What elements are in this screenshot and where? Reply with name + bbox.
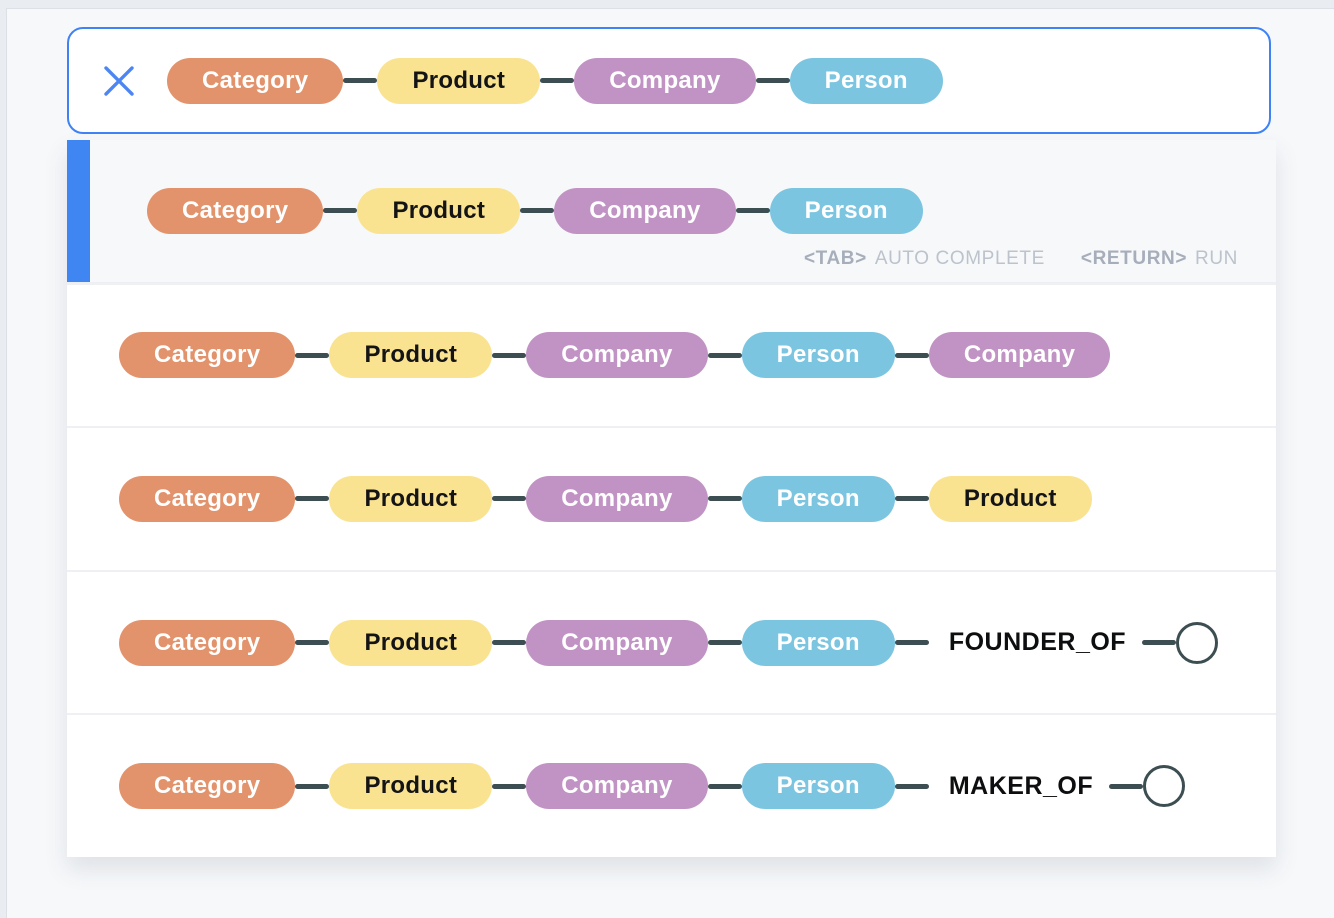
- node-pill-company[interactable]: Company: [526, 475, 708, 522]
- edge-connector: [492, 496, 527, 502]
- edge-connector: [323, 208, 358, 214]
- edge-connector: [707, 352, 742, 358]
- hint-key: <TAB>: [803, 247, 867, 269]
- node-pill-product[interactable]: Product: [329, 475, 493, 522]
- node-pill-product[interactable]: Product: [329, 619, 493, 666]
- query-bar[interactable]: Category Product Company Person: [67, 27, 1271, 134]
- edge-connector: [492, 783, 527, 789]
- edge-connector: [707, 783, 742, 789]
- keyboard-hints: <TAB> AUTO COMPLETE <RETURN> RUN: [804, 248, 1238, 270]
- node-pill-company[interactable]: Company: [928, 332, 1111, 379]
- node-pill-company[interactable]: Company: [574, 57, 756, 104]
- node-pill-company[interactable]: Company: [526, 763, 708, 810]
- hint-key: <RETURN>: [1080, 247, 1188, 269]
- node-pill-product[interactable]: Product: [357, 187, 521, 234]
- node-pill-person[interactable]: Person: [741, 475, 895, 522]
- node-pill-company[interactable]: Company: [554, 187, 736, 234]
- edge-connector: [295, 496, 330, 502]
- suggestion-node-chain: Category Product Company Person Product: [119, 475, 1092, 522]
- suggestion-node-chain: Category Product Company Person Company: [119, 332, 1111, 379]
- hint-group: <RETURN> RUN: [1081, 248, 1238, 269]
- node-pill-product[interactable]: Product: [329, 332, 493, 379]
- edge-connector: [1109, 783, 1144, 789]
- suggestion-row[interactable]: Category Product Company Person FOUNDER_OF: [67, 569, 1276, 714]
- node-pill-person[interactable]: Person: [741, 763, 895, 810]
- query-node-chain: Category Product Company Person: [167, 57, 943, 104]
- node-pill-category[interactable]: Category: [119, 763, 296, 810]
- edge-connector: [894, 496, 929, 502]
- edge-connector: [1142, 640, 1177, 646]
- node-pill-category[interactable]: Category: [147, 187, 324, 234]
- node-pill-person[interactable]: Person: [741, 332, 895, 379]
- hint-group: <TAB> AUTO COMPLETE: [804, 248, 1045, 269]
- relationship-label: MAKER_OF: [948, 771, 1094, 800]
- hint-action: RUN: [1195, 247, 1238, 269]
- node-pill-person[interactable]: Person: [769, 187, 923, 234]
- node-pill-category[interactable]: Category: [167, 57, 344, 104]
- node-pill-person[interactable]: Person: [789, 57, 943, 104]
- suggestion-node-chain: Category Product Company Person: [147, 187, 923, 234]
- relationship-label: FOUNDER_OF: [948, 628, 1127, 657]
- selection-highlight-bar: [67, 140, 90, 282]
- edge-connector: [735, 208, 770, 214]
- edge-connector: [894, 640, 929, 646]
- node-pill-company[interactable]: Company: [526, 332, 708, 379]
- node-pill-category[interactable]: Category: [119, 619, 296, 666]
- node-pill-category[interactable]: Category: [119, 475, 296, 522]
- edge-connector: [492, 640, 527, 646]
- edge-connector: [755, 78, 790, 83]
- node-pill-product[interactable]: Product: [928, 475, 1092, 522]
- node-pill-category[interactable]: Category: [119, 332, 296, 379]
- edge-connector: [492, 352, 527, 358]
- edge-connector: [707, 496, 742, 502]
- suggestion-node-chain: Category Product Company Person FOUNDER_OF: [119, 619, 1219, 666]
- edge-connector: [540, 78, 575, 83]
- suggestion-row[interactable]: Category Product Company Person <TAB> AUTO CO…: [67, 140, 1276, 283]
- node-pill-product[interactable]: Product: [377, 57, 541, 104]
- suggestion-node-chain: Category Product Company Person MAKER_OF: [119, 763, 1186, 810]
- edge-connector: [343, 78, 378, 83]
- suggestion-row[interactable]: Category Product Company Person MAKER_OF: [67, 713, 1276, 857]
- edge-connector: [520, 208, 555, 214]
- edge-connector: [894, 352, 929, 358]
- suggestion-row[interactable]: Category Product Company Person Product: [67, 426, 1276, 570]
- edge-connector: [295, 352, 330, 358]
- node-pill-product[interactable]: Product: [329, 763, 493, 810]
- edge-connector: [295, 640, 330, 646]
- hint-action: AUTO COMPLETE: [874, 247, 1045, 269]
- suggestion-row[interactable]: Category Product Company Person Company: [67, 282, 1276, 427]
- close-icon[interactable]: [101, 63, 137, 99]
- empty-node-circle: [1176, 621, 1219, 664]
- empty-node-circle: [1143, 765, 1186, 808]
- edge-connector: [295, 783, 330, 789]
- node-pill-company[interactable]: Company: [526, 619, 708, 666]
- node-pill-person[interactable]: Person: [741, 619, 895, 666]
- edge-connector: [894, 783, 929, 789]
- edge-connector: [707, 640, 742, 646]
